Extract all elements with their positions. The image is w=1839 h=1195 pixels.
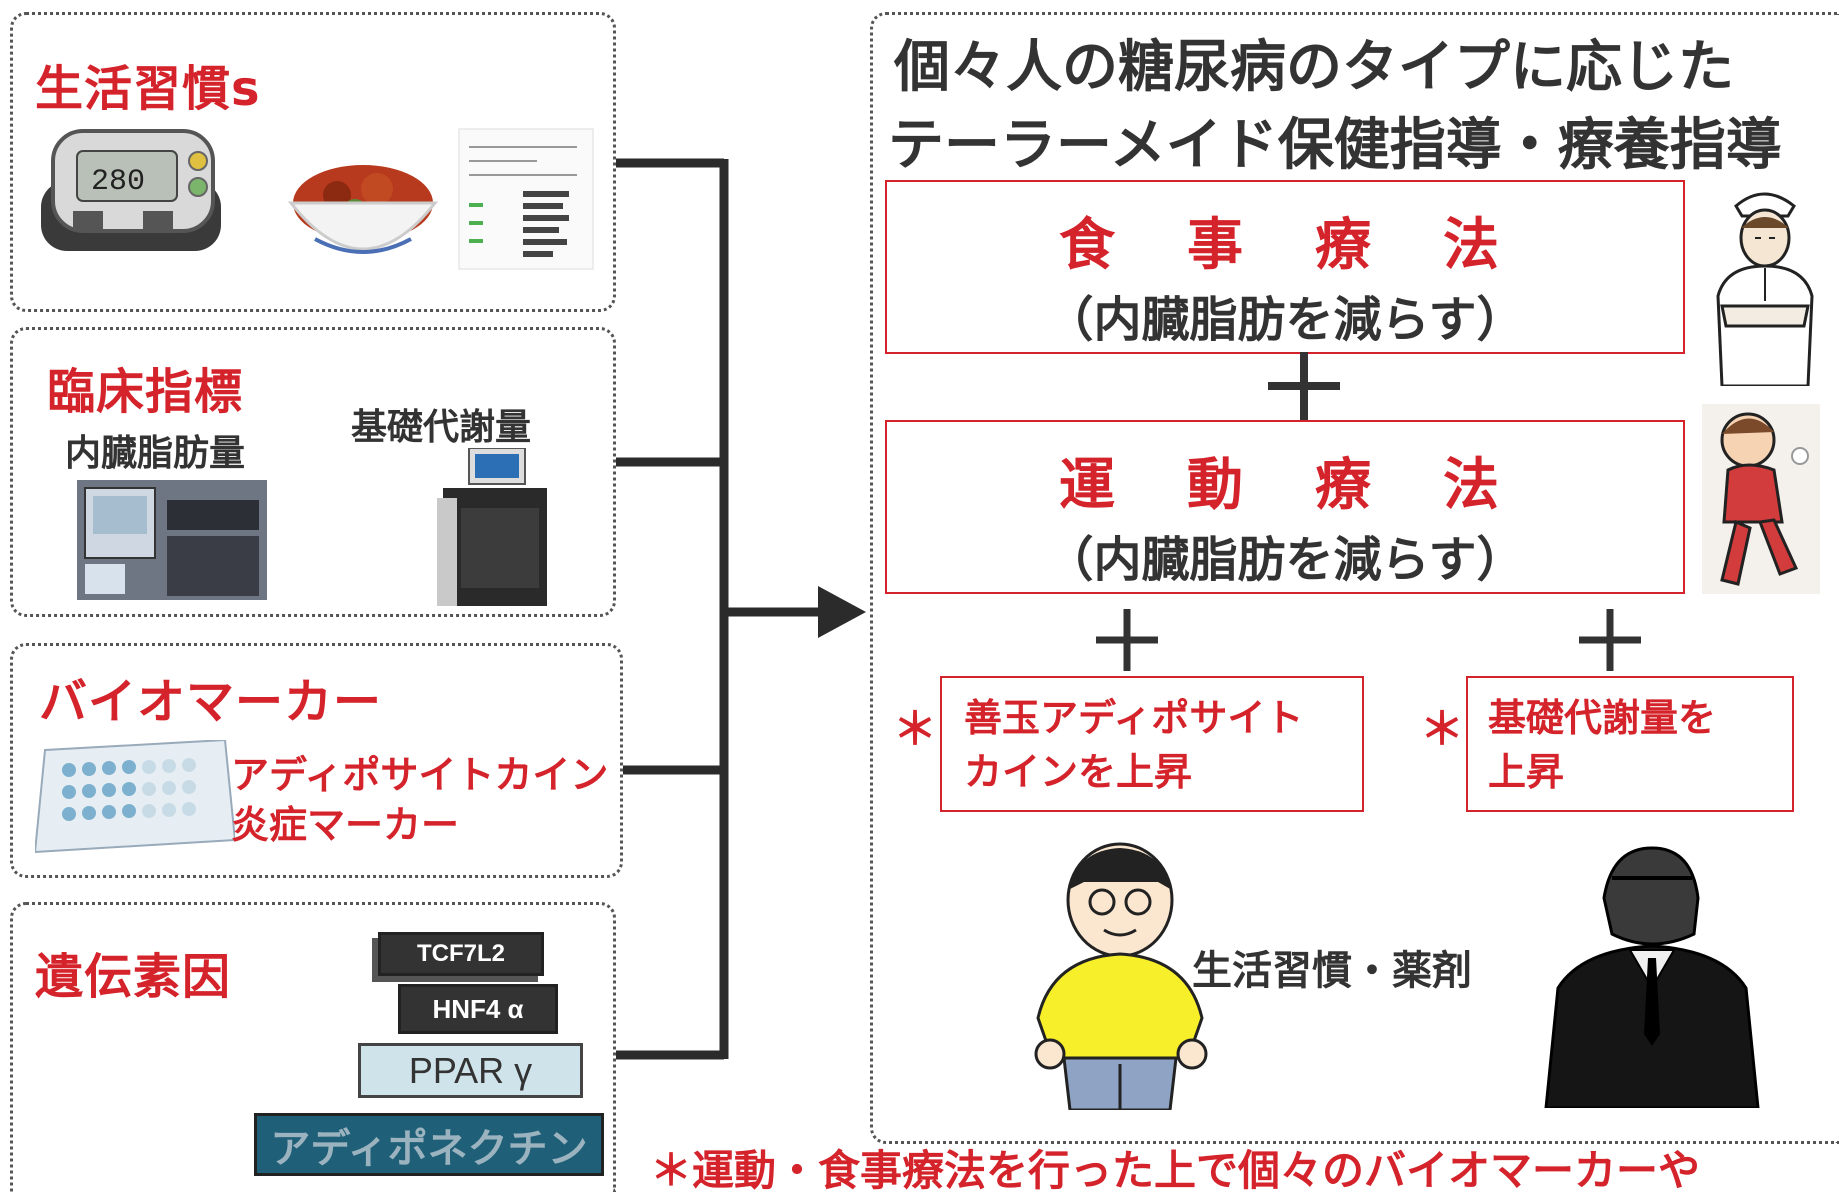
yellow-man-illustration xyxy=(1034,842,1208,1110)
diet-therapy-box: 食事療法 （内臓脂肪を減らす） xyxy=(885,180,1685,354)
bmr-increase-box: 基礎代謝量を 上昇 xyxy=(1466,676,1794,812)
bmr-label: 基礎代謝量 xyxy=(351,407,532,448)
diet-therapy-subtitle: （内臓脂肪を減らす） xyxy=(1045,292,1525,348)
biomarker-line2: 炎症マーカー xyxy=(231,803,460,847)
arrow-head xyxy=(818,586,866,638)
suited-man-illustration xyxy=(1544,846,1760,1108)
gene-adiponectin: アディポネクチン xyxy=(254,1113,604,1176)
plus-icon xyxy=(1579,609,1641,671)
jogging-woman-illustration xyxy=(1702,404,1820,594)
diet-therapy-title: 食事療法 xyxy=(1059,213,1571,278)
lifestyle-title: 生活習慣s xyxy=(35,61,261,117)
bmr-increase-line1: 基礎代謝量を xyxy=(1488,696,1717,740)
clinical-title: 臨床指標 xyxy=(47,364,244,420)
clinical-panel: 臨床指標 内臓脂肪量 基礎代謝量 xyxy=(10,327,616,617)
food-bowl-icon xyxy=(287,165,439,254)
plus-icon xyxy=(1096,609,1158,671)
adipocytokine-line1: 善玉アディポサイト xyxy=(964,696,1304,740)
data-sheet-icon xyxy=(458,128,594,270)
biomarker-title: バイオマーカー xyxy=(39,674,383,730)
genetic-title: 遺伝素因 xyxy=(35,949,232,1005)
nurse-illustration xyxy=(1716,192,1814,386)
pedometer-icon: 280 xyxy=(41,129,221,251)
plus-icon xyxy=(1268,352,1340,420)
panel-heading-line1: 個々人の糖尿病のタイプに応じた xyxy=(894,35,1734,100)
ct-scanner-icon xyxy=(77,480,267,600)
footnote: ＊運動・食事療法を行った上で個々のバイオマーカーや xyxy=(650,1146,1701,1195)
bmr-machine-icon xyxy=(437,448,547,606)
microplate-icon xyxy=(35,740,235,854)
pedometer-reading: 280 xyxy=(91,165,145,199)
gene-hnf4a: HNF4 α xyxy=(398,984,558,1034)
exercise-therapy-subtitle: （内臓脂肪を減らす） xyxy=(1045,532,1525,588)
asterisk-right: ＊ xyxy=(1420,704,1464,755)
bmr-increase-line2: 上昇 xyxy=(1488,750,1565,794)
lifestyle-drug-label: 生活習慣・薬剤 xyxy=(1192,948,1472,994)
biomarker-panel: バイオマーカー アディポサイトカイン 炎症マーカー xyxy=(10,643,623,878)
biomarker-line1: アディポサイトカイン xyxy=(231,753,609,797)
gene-tcf7l2: TCF7L2 xyxy=(378,932,544,976)
exercise-therapy-title: 運動療法 xyxy=(1059,453,1571,518)
adipocytokine-box: 善玉アディポサイト カインを上昇 xyxy=(940,676,1364,812)
visceral-fat-label: 内臓脂肪量 xyxy=(65,433,246,474)
panel-heading-line2: テーラーメイド保健指導・療養指導 xyxy=(888,113,1782,178)
asterisk-left: ＊ xyxy=(893,704,937,755)
adipocytokine-line2: カインを上昇 xyxy=(964,750,1193,794)
lifestyle-panel: 生活習慣s 280 xyxy=(10,12,616,312)
gene-ppar: PPAR γ xyxy=(358,1043,583,1098)
exercise-therapy-box: 運動療法 （内臓脂肪を減らす） xyxy=(885,420,1685,594)
